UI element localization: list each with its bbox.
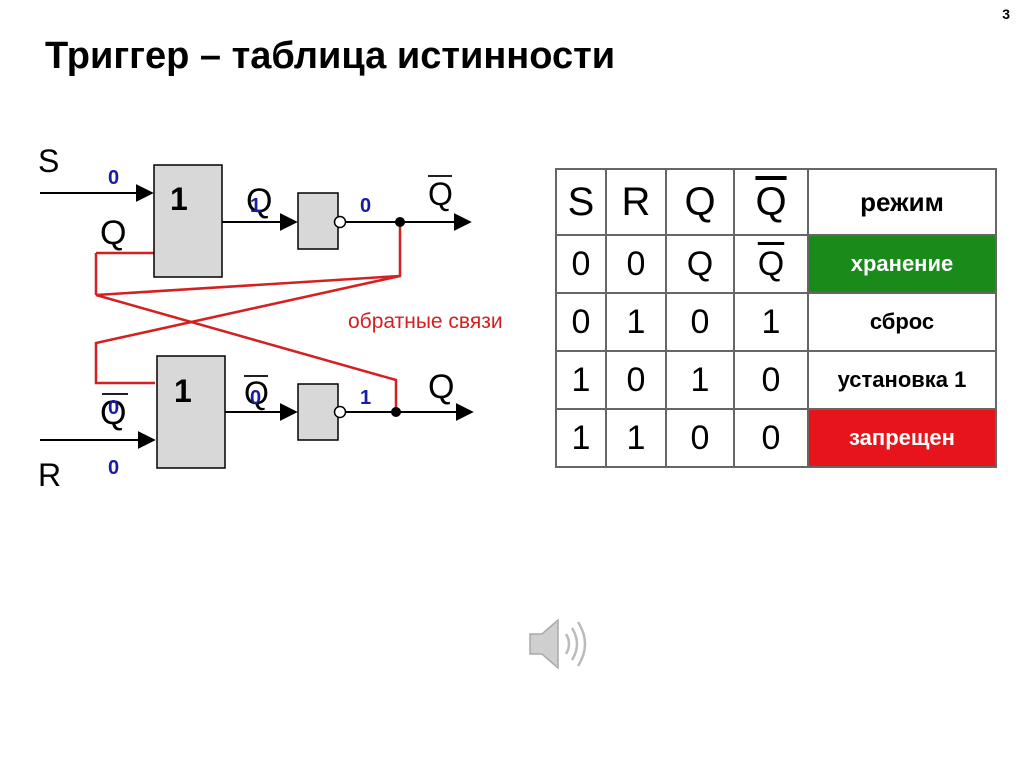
header-mode: режим xyxy=(807,168,997,236)
or-gate-top xyxy=(153,164,223,278)
feedback-label: обратные связи xyxy=(348,310,503,333)
header-q: Q xyxy=(665,168,735,236)
mode-forbidden: запрещен xyxy=(807,408,997,468)
value-or2-out: 0 xyxy=(250,387,261,409)
cell-s: 0 xyxy=(555,234,607,294)
cell-q: 0 xyxy=(665,408,735,468)
table-row: 0 1 0 1 сброс xyxy=(555,292,997,352)
cell-r: 1 xyxy=(605,292,667,352)
speaker-icon[interactable] xyxy=(526,612,596,676)
bottom-qbar-in-label: Q xyxy=(100,394,126,432)
value-s-in: 0 xyxy=(108,167,119,189)
page-title: Триггер – таблица истинности xyxy=(45,35,616,77)
slide-number: 3 xyxy=(1002,6,1010,22)
header-qbar: Q xyxy=(733,168,809,236)
bottom-q-out-label: Q xyxy=(428,368,454,406)
value-q-in-bottom: 0 xyxy=(108,397,119,419)
truth-table: S R Q Q режим 0 0 Q Q хранение 0 1 0 1 с… xyxy=(555,168,997,468)
inverter-bubble-bottom xyxy=(333,405,347,419)
feedback-lines xyxy=(94,222,402,412)
cell-qbar: 0 xyxy=(733,408,809,468)
not-gate-top xyxy=(297,192,339,250)
bottom-qbar-out-label: Q xyxy=(244,375,269,411)
value-r-in: 0 xyxy=(108,457,119,479)
gate-label-top: 1 xyxy=(170,181,188,217)
mode-storage: хранение xyxy=(807,234,997,294)
cell-s: 1 xyxy=(555,350,607,410)
cell-s: 1 xyxy=(555,408,607,468)
not-gate-bottom xyxy=(297,383,339,441)
cell-q: Q xyxy=(665,234,735,294)
top-q-out-label: Q xyxy=(246,182,272,220)
value-not1-out: 0 xyxy=(360,195,371,217)
cell-r: 1 xyxy=(605,408,667,468)
junction-bottom xyxy=(391,407,401,417)
table-row: 0 0 Q Q хранение xyxy=(555,234,997,294)
gate-label-bottom: 1 xyxy=(174,373,192,409)
top-q-in-label: Q xyxy=(100,214,126,252)
cell-q: 1 xyxy=(665,350,735,410)
or-gate-bottom xyxy=(156,355,226,469)
cell-q: 0 xyxy=(665,292,735,352)
cell-qbar: 0 xyxy=(733,350,809,410)
header-r: R xyxy=(605,168,667,236)
junction-top xyxy=(395,217,405,227)
cell-s: 0 xyxy=(555,292,607,352)
inverter-bubble-top xyxy=(333,215,347,229)
value-not2-out: 1 xyxy=(360,387,371,409)
cell-r: 0 xyxy=(605,350,667,410)
mode-reset: сброс xyxy=(807,292,997,352)
table-row: 1 1 0 0 запрещен xyxy=(555,408,997,468)
input-s-label: S xyxy=(38,143,59,179)
header-s: S xyxy=(555,168,607,236)
feedback-line-bottom xyxy=(94,274,401,385)
value-or1-out: 1 xyxy=(250,195,261,217)
cell-qbar: Q xyxy=(733,234,809,294)
top-qbar-out-label: Q xyxy=(428,176,453,212)
cell-qbar: 1 xyxy=(733,292,809,352)
input-r-label: R xyxy=(38,457,61,493)
cell-r: 0 xyxy=(605,234,667,294)
table-row: 1 0 1 0 установка 1 xyxy=(555,350,997,410)
table-header-row: S R Q Q режим xyxy=(555,168,997,236)
mode-set: установка 1 xyxy=(807,350,997,410)
